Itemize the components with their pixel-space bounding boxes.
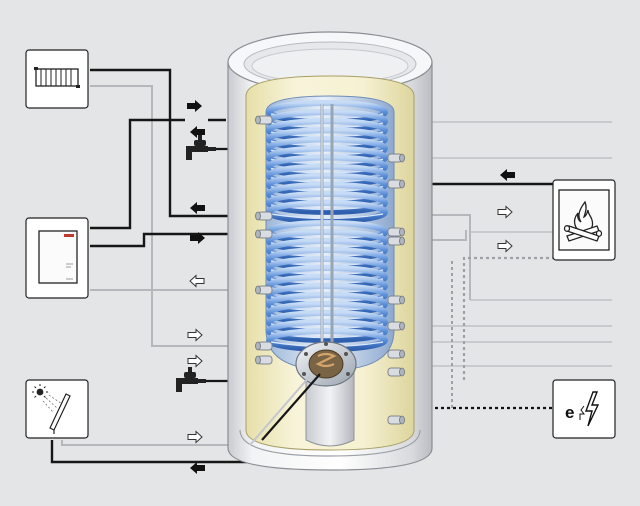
left-connection-stubs xyxy=(255,115,273,365)
pipe-stub xyxy=(387,227,405,237)
heat-pump-box xyxy=(25,217,89,299)
pipe-stub xyxy=(387,321,405,331)
fire-logs-icon xyxy=(558,189,610,251)
solar-collector-box xyxy=(25,379,89,439)
internal-tubes xyxy=(320,104,334,352)
coil-ring xyxy=(266,190,388,215)
pipe-stub xyxy=(255,341,273,351)
electric-heater-icon: e xyxy=(565,391,600,427)
pipe-stub xyxy=(255,285,273,295)
heating-element-flange xyxy=(295,341,357,447)
coil-highlight xyxy=(270,213,384,220)
solar-collector-icon xyxy=(32,384,71,434)
pipe-stub xyxy=(387,153,405,163)
wood-boiler-box xyxy=(552,179,616,261)
pipe-stub xyxy=(255,115,273,125)
heat-pump-icon xyxy=(38,230,78,284)
pipe-stub xyxy=(255,355,273,365)
pipe-stub xyxy=(255,229,273,239)
radiator-box xyxy=(25,49,89,109)
right-connection-stubs xyxy=(387,153,405,425)
pipe-stub xyxy=(387,236,405,246)
pipe-stub xyxy=(387,415,405,425)
heat-exchanger-coil xyxy=(266,100,388,352)
radiator-icon xyxy=(34,67,80,88)
pipe-stub xyxy=(387,179,405,189)
pipe-stub xyxy=(387,295,405,305)
heater-pipe-thin xyxy=(249,375,311,446)
leader-lines xyxy=(400,121,612,367)
electric-heater-box: e xyxy=(552,379,616,439)
pipe-stub xyxy=(387,349,405,359)
pipe-stub xyxy=(255,211,273,221)
pipe-stub xyxy=(387,367,405,377)
coil-ring xyxy=(266,319,388,343)
electric-heater-label: e xyxy=(565,403,574,422)
solar-collector-pipes xyxy=(261,373,321,441)
